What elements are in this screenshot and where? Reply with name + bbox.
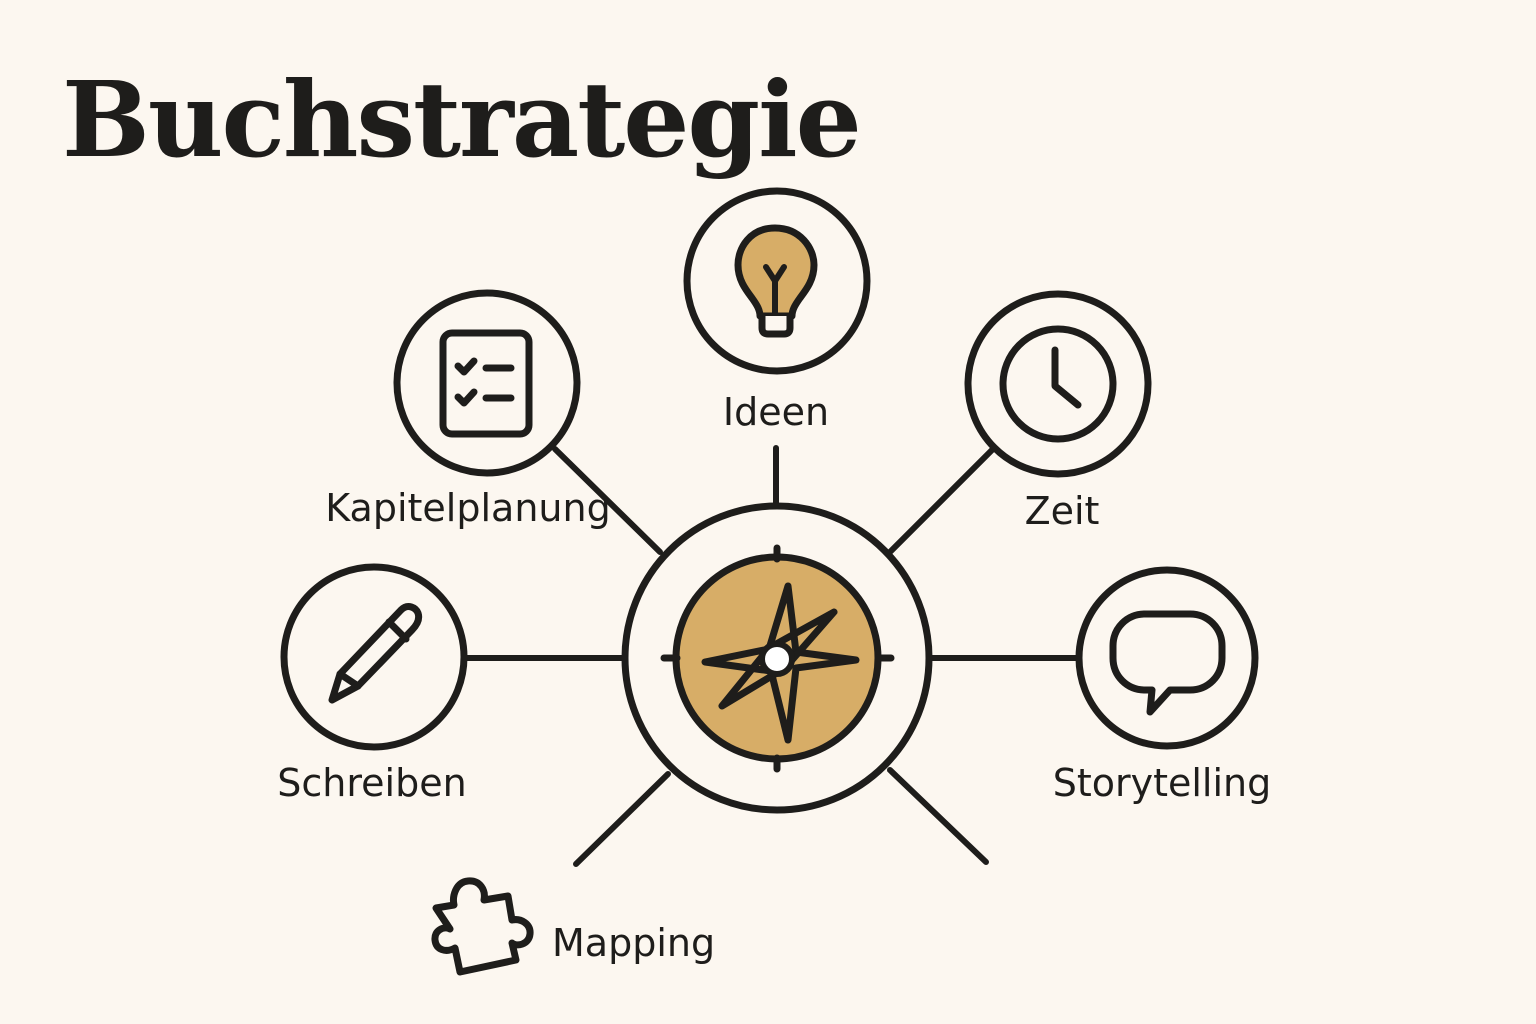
clock-icon <box>999 325 1117 443</box>
connector-zeit <box>887 446 996 555</box>
node-schreiben-label: Schreiben <box>277 761 466 805</box>
compass-icon <box>660 544 895 773</box>
node-schreiben: Schreiben <box>277 563 468 805</box>
node-mapping: Mapping <box>431 877 715 976</box>
lightbulb-icon <box>734 224 818 338</box>
node-kapitelplanung-circle <box>393 289 581 477</box>
node-storytelling-circle <box>1075 566 1259 750</box>
connector-lower-right <box>887 767 989 865</box>
connector-lines <box>463 445 1079 867</box>
center-hub <box>621 502 933 814</box>
connector-mapping <box>573 771 671 867</box>
node-ideen-label: Ideen <box>723 390 829 434</box>
pencil-icon <box>328 603 423 704</box>
node-zeit-label: Zeit <box>1025 489 1100 533</box>
node-mapping-label: Mapping <box>552 921 715 965</box>
speech-bubble-icon <box>1109 610 1226 716</box>
node-schreiben-circle <box>280 563 468 751</box>
connector-kapitelplanung <box>552 446 663 555</box>
node-ideen: Ideen <box>683 187 871 434</box>
puzzle-piece-icon <box>431 877 534 976</box>
node-kapitelplanung: Kapitelplanung <box>325 289 611 530</box>
page-title: Buchstrategie <box>62 58 860 181</box>
checklist-icon <box>439 329 533 438</box>
node-zeit: Zeit <box>964 290 1152 533</box>
node-storytelling: Storytelling <box>1053 566 1272 805</box>
node-kapitelplanung-label: Kapitelplanung <box>325 486 610 530</box>
node-storytelling-label: Storytelling <box>1053 761 1272 805</box>
